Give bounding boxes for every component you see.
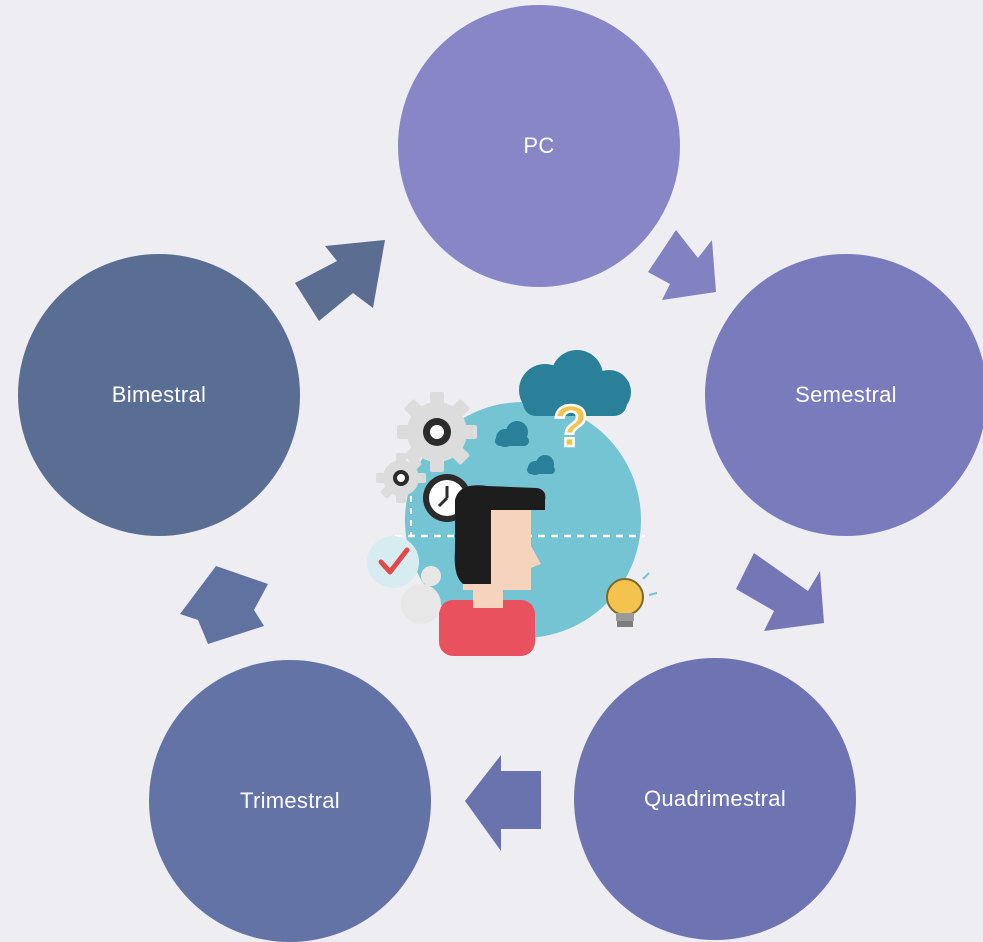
thought-bubble-small — [421, 566, 441, 586]
arrow-pc-to-semestral — [648, 230, 716, 300]
node-pc: PC — [398, 5, 680, 287]
thought-bubble-large — [401, 584, 441, 624]
node-semestral-label: Semestral — [795, 382, 897, 407]
question-mark-icon: ? — [553, 394, 588, 459]
small-cloud-icon — [495, 421, 555, 475]
cloud-icon — [519, 350, 631, 416]
arrow-pc-to-semestral-shape — [648, 230, 716, 300]
shirt-shape — [439, 600, 535, 656]
hair-shape — [454, 485, 546, 584]
node-semestral: Semestral — [705, 254, 983, 536]
gear-icon — [397, 392, 477, 472]
arrow-bimestral-to-pc — [295, 240, 385, 321]
lightbulb-icon — [592, 565, 658, 627]
node-quadrimestral: Quadrimestral — [574, 658, 856, 940]
node-pc-label: PC — [523, 133, 555, 158]
arrow-quadrimestral-to-trimestral-shape — [465, 755, 541, 851]
node-trimestral: Trimestral — [149, 660, 431, 942]
small-gear-icon — [376, 453, 426, 503]
thinking-person-icon: ? — [367, 350, 658, 656]
arrow-semestral-to-quadrimestral-shape — [736, 553, 824, 631]
checkmark-icon — [367, 536, 419, 588]
node-bimestral: Bimestral — [18, 254, 300, 536]
arrow-bimestral-to-pc-shape — [295, 240, 385, 321]
arrow-trimestral-to-bimestral-shape — [180, 566, 268, 644]
person-figure — [439, 485, 546, 656]
node-bimestral-label: Bimestral — [111, 382, 207, 407]
node-trimestral-label: Trimestral — [240, 788, 340, 813]
arrow-quadrimestral-to-trimestral — [465, 755, 541, 851]
arrow-semestral-to-quadrimestral — [736, 553, 824, 631]
node-quadrimestral-label: Quadrimestral — [643, 786, 787, 811]
arrow-trimestral-to-bimestral — [180, 566, 268, 644]
